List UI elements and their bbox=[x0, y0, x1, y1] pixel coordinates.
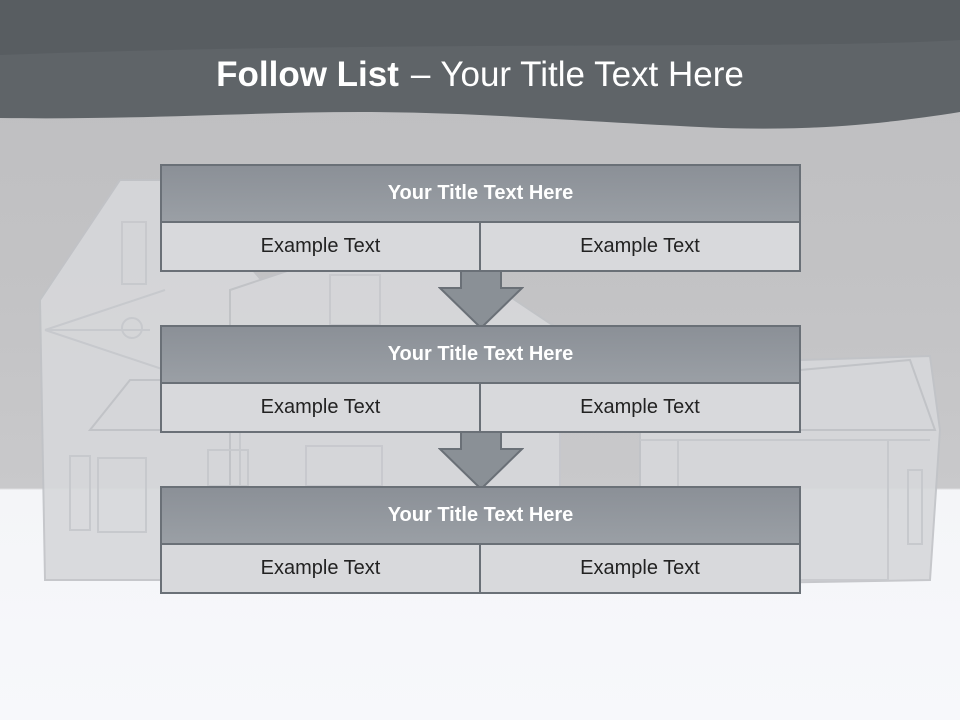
flow-step-1: Your Title Text Here Example Text Exampl… bbox=[160, 164, 801, 272]
flow-step-left-text: Example Text bbox=[160, 382, 481, 433]
flow-step-3: Your Title Text Here Example Text Exampl… bbox=[160, 486, 801, 594]
page-title-separator: – bbox=[410, 55, 431, 94]
flow-step-right-text: Example Text bbox=[479, 382, 801, 433]
flow-step-right-text: Example Text bbox=[479, 221, 801, 272]
flow-step-2: Your Title Text Here Example Text Exampl… bbox=[160, 325, 801, 433]
page-title-rest: Your Title Text Here bbox=[440, 55, 744, 94]
flow-step-title: Your Title Text Here bbox=[160, 325, 801, 384]
flow-step-right-text: Example Text bbox=[479, 543, 801, 594]
flow-step-title: Your Title Text Here bbox=[160, 164, 801, 223]
flow-step-title: Your Title Text Here bbox=[160, 486, 801, 545]
page-title: Follow List–Your Title Text Here bbox=[0, 52, 960, 98]
flow-step-left-text: Example Text bbox=[160, 543, 481, 594]
page-title-bold: Follow List bbox=[216, 55, 399, 94]
flow-step-left-text: Example Text bbox=[160, 221, 481, 272]
down-arrow-icon bbox=[438, 270, 524, 330]
down-arrow-icon bbox=[438, 431, 524, 491]
